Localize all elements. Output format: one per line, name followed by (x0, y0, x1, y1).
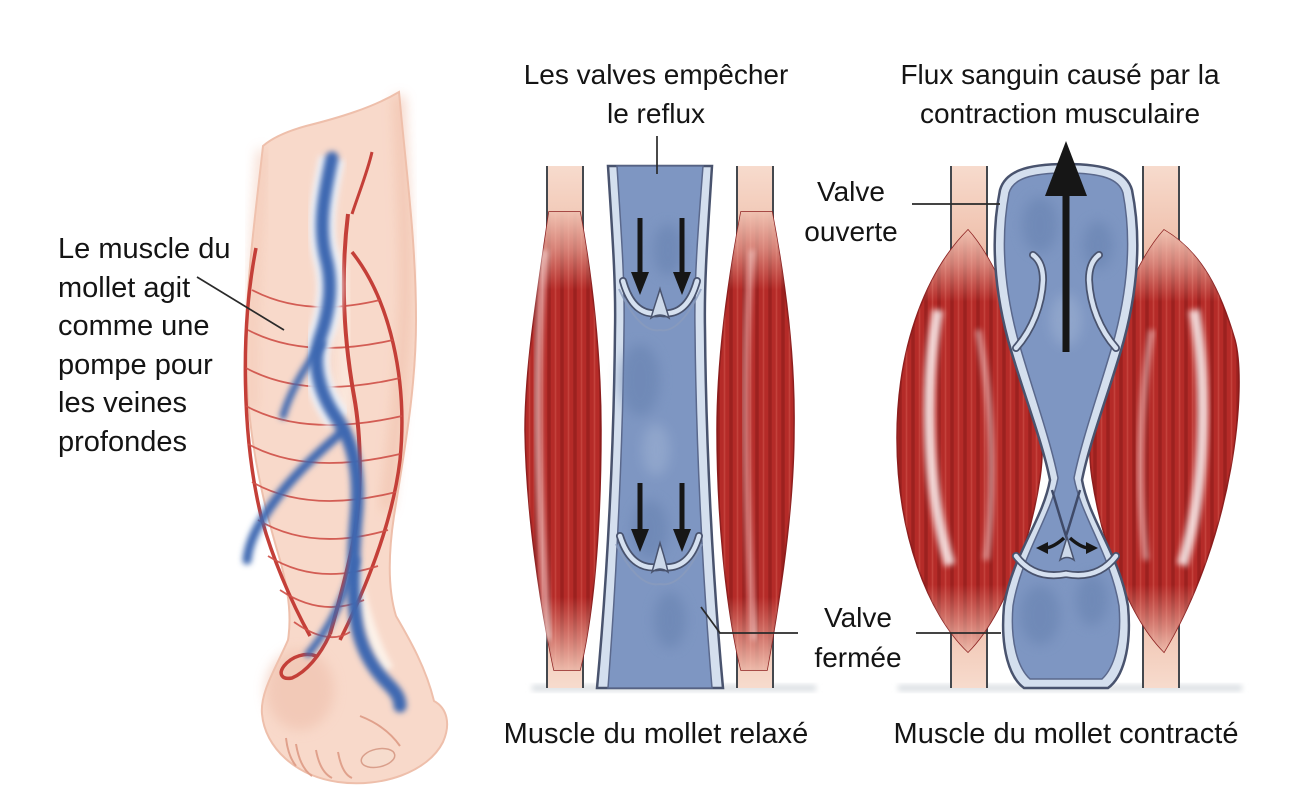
caption-contracted: Muscle du mollet contracté (893, 718, 1239, 750)
closed-valve-bottom (1012, 534, 1120, 580)
leader-calf-pump (196, 276, 285, 331)
label-line: Le muscle du (58, 233, 231, 265)
label-line: les veines (58, 387, 187, 419)
leader-valve-closed-left (700, 606, 798, 634)
leader-lines (196, 136, 1001, 634)
toenail (360, 747, 396, 769)
label-line: Flux sanguin causé par la (900, 59, 1220, 90)
vein-pinch (1050, 489, 1082, 540)
calf-muscle-outline (243, 247, 404, 641)
upward-flow-arrow (1045, 141, 1087, 352)
contracted-calf-diagram (896, 141, 1242, 691)
closed-valve-upper (618, 277, 702, 332)
label-line: mollet agit (58, 271, 191, 304)
leg-arteries (279, 151, 374, 681)
label-valve-closed: Valve fermée (802, 598, 914, 678)
label-line: ouverte (804, 216, 898, 247)
relaxed-muscle-left (524, 211, 602, 671)
open-valve (1012, 251, 1120, 352)
caption-relaxed: Muscle du mollet relaxé (503, 718, 809, 750)
label-line: le reflux (606, 98, 706, 129)
contracted-vein (993, 141, 1139, 690)
vein-lumen (1003, 172, 1129, 680)
foot-details (285, 715, 401, 779)
label-line: contraction musculaire (919, 98, 1201, 129)
contracted-muscle-right (1089, 229, 1240, 654)
label-line: Les valves empêcher (523, 59, 789, 90)
label-line: comme une (58, 310, 210, 342)
label-line: fermée (814, 642, 902, 673)
closed-valve-lower (615, 532, 703, 586)
label-line: profondes (58, 425, 187, 458)
label-valve-open: Valve ouverte (792, 172, 910, 252)
relaxed-calf-diagram (524, 164, 816, 691)
leg-illustration (242, 90, 449, 785)
leg-deep-vein (242, 151, 407, 713)
label-flow-contraction: Flux sanguin causé par la contraction mu… (876, 55, 1244, 133)
label-valves-prevent-reflux: Les valves empêcher le reflux (480, 55, 832, 133)
relaxed-vein (595, 164, 725, 690)
label-calf-pump: Le muscle du mollet agit comme une pompe… (58, 230, 248, 461)
blocked-flow-arrows (1036, 536, 1098, 554)
label-line: Valve (824, 602, 892, 633)
blood-texture (1020, 197, 1113, 645)
relaxed-muscle-right (716, 211, 795, 671)
label-line: pompe pour (58, 348, 213, 381)
reflux-arrows-upper (631, 218, 691, 295)
reflux-arrows-lower (631, 483, 691, 552)
label-line: Valve (817, 176, 885, 207)
